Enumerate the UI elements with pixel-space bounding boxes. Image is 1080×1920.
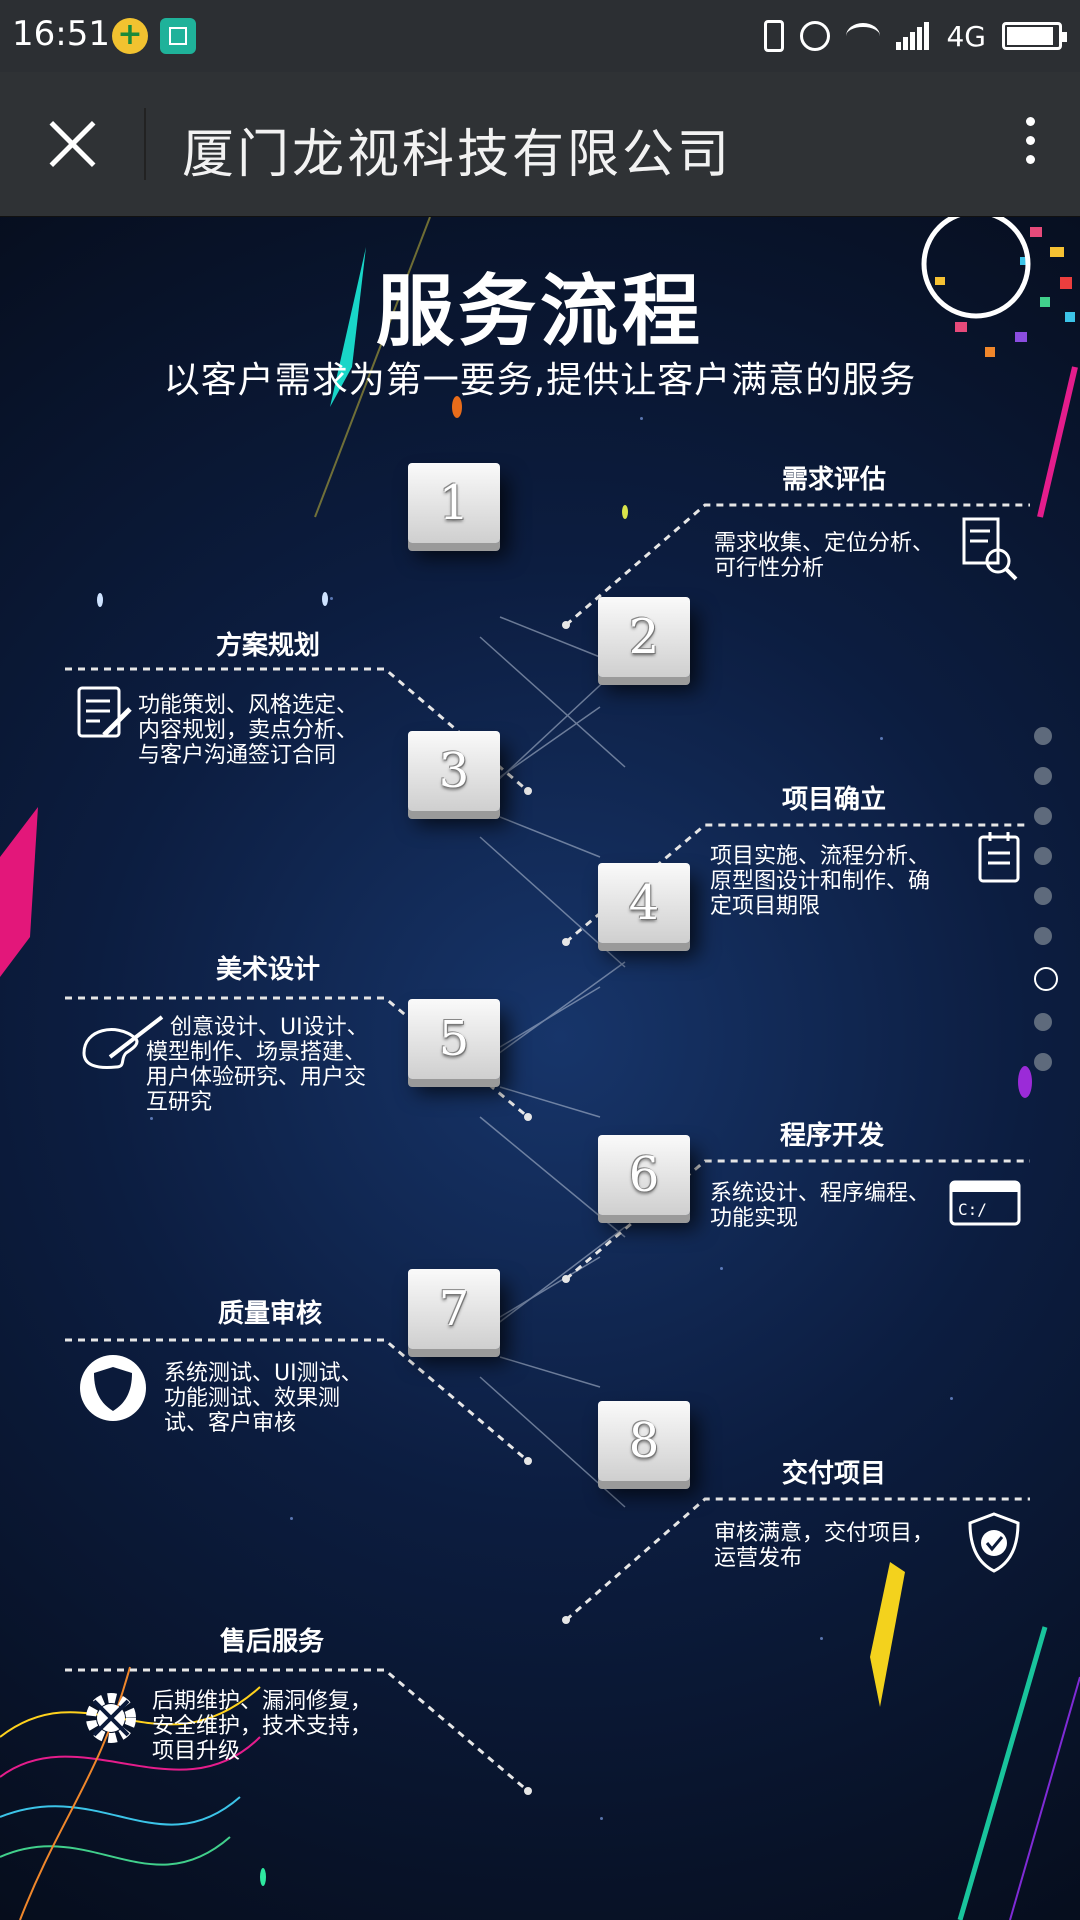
- signal-icon: [896, 22, 930, 50]
- step-desc-1: 需求收集、定位分析、可行性分析: [714, 531, 935, 581]
- status-icons: 4G: [764, 18, 1067, 54]
- document-search-icon: [962, 517, 1018, 581]
- service-process-page: 服务流程 以客户需求为第一要务,提供让客户满意的服务 1 2 3 4 5 6 7…: [0, 217, 1080, 1920]
- step-key-1: 1: [408, 463, 500, 543]
- page-dot-8[interactable]: [1034, 1013, 1052, 1031]
- divider: [144, 108, 146, 180]
- shield-icon: [80, 1355, 146, 1421]
- notepad-icon: [978, 832, 1020, 883]
- shield-check-icon: [968, 1512, 1020, 1573]
- step-key-2: 2: [598, 597, 690, 677]
- step-title-4: 美术设计: [216, 955, 321, 985]
- step-desc-4: 创意设计、UI设计、模型制作、场景搭建、用户体验研究、用户交互研究: [146, 1015, 369, 1115]
- section-subtitle: 以客户需求为第一要务,提供让客户满意的服务: [163, 360, 917, 401]
- app-bar: 厦门龙视科技有限公司: [0, 72, 1080, 217]
- terminal-icon: C:/: [949, 1180, 1021, 1226]
- step-title-3: 项目确立: [782, 785, 887, 815]
- step-title-7: 交付项目: [782, 1459, 887, 1489]
- page-dot-6[interactable]: [1034, 927, 1052, 945]
- status-bar: 16:51 + 4G: [0, 0, 1080, 72]
- network-type: 4G: [946, 19, 986, 53]
- step-desc-5: 系统设计、程序编程、功能实现: [710, 1181, 931, 1231]
- plus-circle-icon: +: [112, 18, 148, 54]
- vibrate-icon: [764, 20, 785, 52]
- step-key-8: 8: [598, 1401, 690, 1481]
- step-desc-2: 功能策划、风格选定、内容规划，卖点分析、与客户沟通签订合同: [138, 693, 359, 768]
- page-dot-5[interactable]: [1034, 887, 1052, 905]
- step-desc-6: 系统测试、UI测试、功能测试、效果测试、客户审核: [164, 1361, 363, 1436]
- alarm-icon: [800, 21, 831, 51]
- step-title-1: 需求评估: [782, 465, 887, 495]
- step-desc-7: 审核满意，交付项目，运营发布: [714, 1521, 935, 1571]
- step-title-6: 质量审核: [218, 1299, 323, 1329]
- step-title-2: 方案规划: [216, 631, 321, 661]
- page-dot-3[interactable]: [1034, 807, 1052, 825]
- wifi-icon: [846, 23, 881, 49]
- step-key-3: 3: [408, 731, 500, 811]
- page-dot-9[interactable]: [1034, 1053, 1052, 1071]
- step-key-7: 7: [408, 1269, 500, 1349]
- decorative-streaks: [0, 217, 1080, 1920]
- edit-document-icon: [77, 686, 132, 738]
- page-dot-4[interactable]: [1034, 847, 1052, 865]
- close-icon[interactable]: [40, 112, 104, 176]
- step-desc-3: 项目实施、流程分析、原型图设计和制作、确定项目期限: [710, 844, 931, 919]
- scan-icon: [160, 18, 196, 54]
- battery-icon: [1002, 22, 1067, 50]
- step-key-4: 4: [598, 863, 690, 943]
- step-key-6: 6: [598, 1135, 690, 1215]
- page-dot-2[interactable]: [1034, 767, 1052, 785]
- step-title-8: 售后服务: [220, 1627, 325, 1657]
- status-time: 16:51: [12, 14, 110, 54]
- section-title: 服务流程: [375, 267, 704, 357]
- page-dot-7-active[interactable]: [1034, 967, 1058, 991]
- gear-tools-icon: [86, 1693, 136, 1743]
- page-dot-1[interactable]: [1034, 727, 1052, 745]
- palette-brush-icon: [82, 1015, 164, 1069]
- step-title-5: 程序开发: [780, 1121, 885, 1151]
- page-indicator: [1034, 727, 1058, 1093]
- step-key-5: 5: [408, 999, 500, 1079]
- more-vertical-icon[interactable]: [1020, 112, 1040, 176]
- step-desc-8: 后期维护、漏洞修复，安全维护，技术支持，项目升级: [152, 1689, 373, 1764]
- page-title: 厦门龙视科技有限公司: [182, 125, 733, 185]
- svg-text:C:/: C:/: [958, 1200, 987, 1219]
